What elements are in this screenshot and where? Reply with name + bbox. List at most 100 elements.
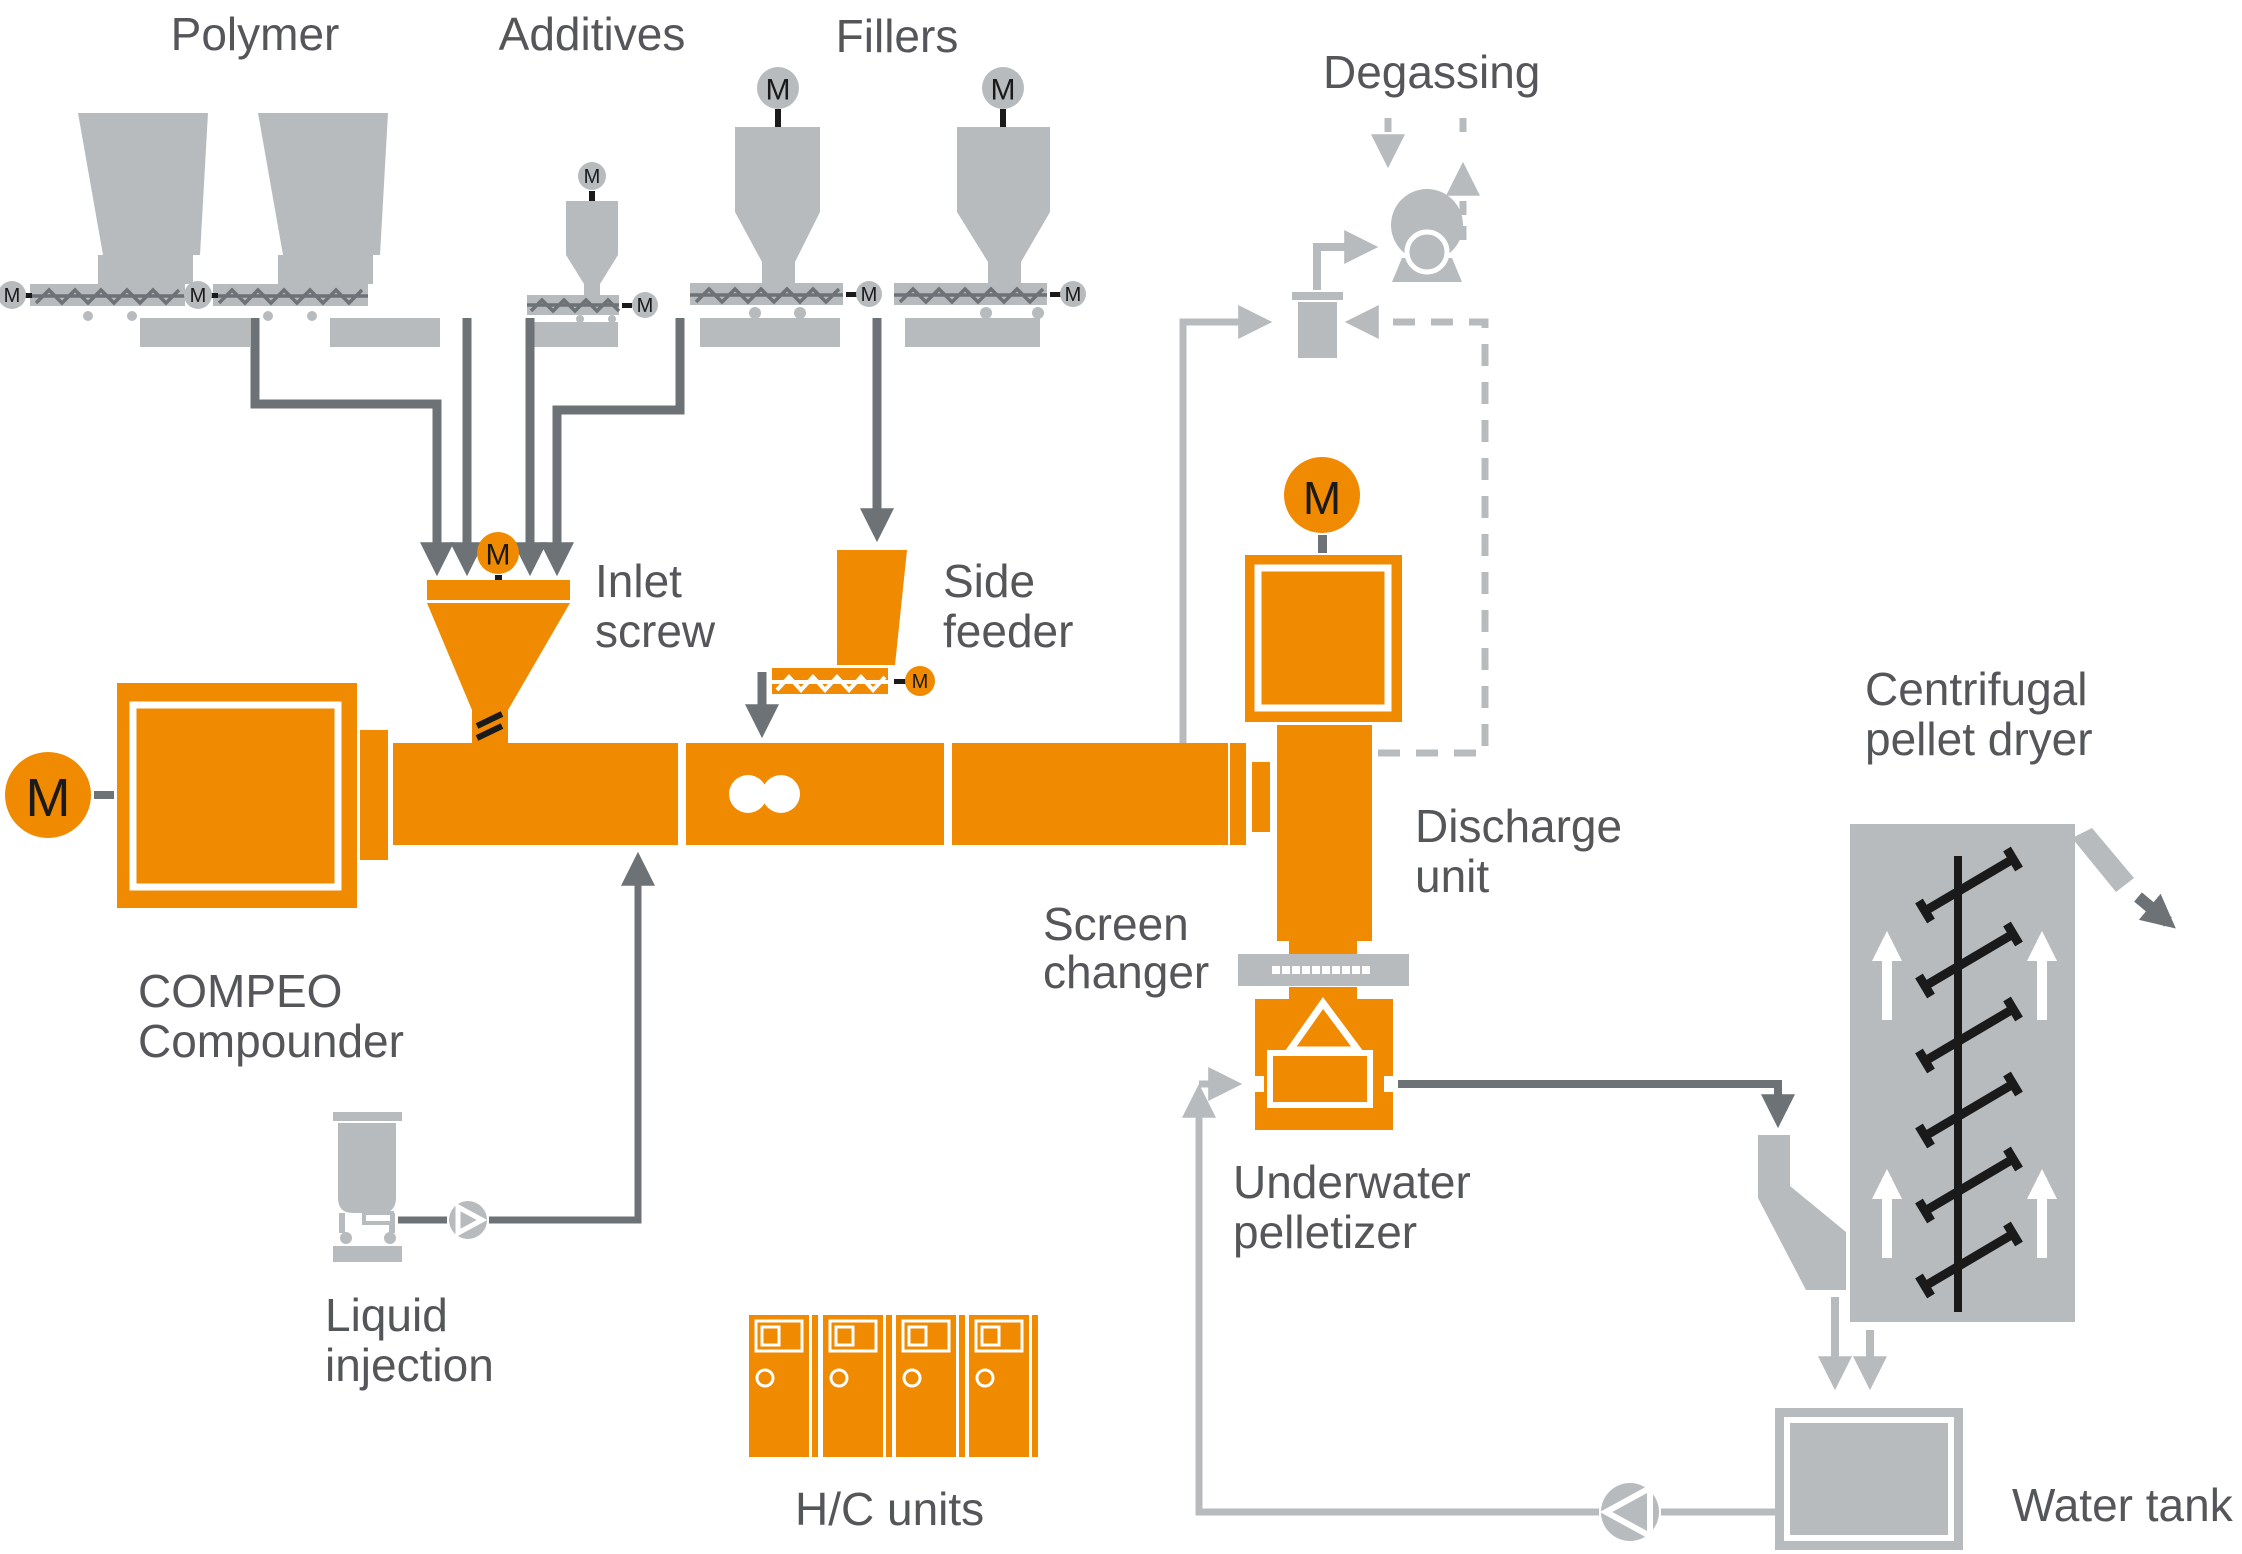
slurry-outlet-port [1384,1076,1393,1092]
motor-link [775,109,781,127]
screw-zigzag-icon [213,287,368,306]
discharge-coupling [1252,762,1270,832]
inlet-screw-label-1: Inlet [595,555,682,607]
support-block [330,318,440,347]
discharge-unit: M [1245,457,1402,954]
cabinet-strip [1032,1315,1038,1457]
support-block [700,318,840,347]
vent-line-from-barrel [1179,305,1273,743]
compeo-compounder: M M [5,532,1270,908]
hopper-icon [957,127,1050,212]
motor-icon [856,281,882,307]
gearbox-housing [117,683,357,908]
adapter-neck [1289,941,1357,954]
discharge-unit-label-1: Discharge [1415,800,1622,852]
container-lid [333,1112,402,1121]
barrel-segment-3 [952,743,1228,845]
support-block [140,318,250,347]
centrifugal-dryer-label-1: Centrifugal [1865,663,2087,715]
underwater-pelletizer-label-1: Underwater [1233,1156,1471,1208]
motor-letter: M [637,295,654,317]
cabinet-dial-icon [755,1368,775,1388]
hopper-icon [566,201,618,255]
additives-feeder: M M [527,162,658,347]
water-tank-icon [1775,1408,1963,1550]
underwater-pelletizer [1255,987,1393,1130]
water-circuit [1182,1067,1775,1542]
centrifugal-pellet-dryer [1758,824,2176,1391]
condensate-trap-lid [1292,292,1343,300]
motor-letter: M [1303,472,1341,524]
motor-icon [578,162,606,190]
dryer-inlet-chute [1758,1135,1846,1290]
filler-feeder-1: M M [690,67,882,347]
feed-lines [250,318,894,577]
condensate-trap-icon [1298,302,1337,358]
screw-zigzag-icon [30,287,185,306]
motor-letter: M [766,74,791,107]
gearbox-panel [129,701,342,891]
filler-feeder-2: M M [894,67,1086,347]
cabinet-screen [907,1325,928,1347]
pump-direction-icon [455,1202,488,1238]
discharge-motor-icon [1284,457,1360,533]
cabinet-display [901,1319,951,1353]
inlet-screw-motor-icon [477,532,519,574]
twin-screw-bore-icon [762,775,800,813]
feed-line-polymer-1 [250,318,454,577]
hopper-icon [735,127,820,212]
wheel-icon [340,1232,352,1244]
cabinet-screen [834,1325,855,1347]
water-tank-label: Water tank [2012,1479,2234,1531]
motor-letter: M [991,74,1016,107]
barrel-end-cap [1230,743,1246,845]
motor-link [211,293,218,298]
screw-zigzag-icon [772,674,888,693]
motor-link [1318,535,1327,553]
dried-pellets-arrow [2134,892,2176,929]
hopper-neck [584,284,600,295]
motor-icon [632,292,658,318]
hopper-icon [258,113,388,255]
injection-line-to-barrel [489,851,655,1224]
motor-letter: M [26,768,71,828]
liquid-injection-label-2: injection [325,1339,494,1391]
polymer-label: Polymer [171,8,340,60]
liquid-injection [333,851,655,1262]
compeo-label-2: Compounder [138,1015,404,1067]
air-flow-arrows-icon [1872,931,2057,1258]
wheel-icon [794,307,806,319]
hc-cabinet [823,1315,892,1457]
motor-link [846,292,858,297]
side-feeder-label-2: feeder [943,605,1073,657]
motor-link [94,791,114,799]
hopper-funnel [566,255,618,284]
cabinet-strip [959,1315,965,1457]
dryer-auger-icon [1915,846,2023,1312]
cabinet-display [754,1319,804,1353]
water-tank-inner [1784,1417,1954,1541]
wheel-icon [263,311,273,321]
motor-link [894,679,906,684]
cabinet-strip [886,1315,892,1457]
container-valve [362,1211,394,1225]
feed-line-fillers-1 [540,318,685,577]
water-supply-line [1182,1083,1599,1516]
inlet-screw-label-2: screw [595,605,716,657]
screw-zigzag-icon [894,286,1047,305]
hc-units-label: H/C units [795,1483,984,1535]
wheel-icon [749,307,761,319]
wheel-icon [384,1232,396,1244]
inlet-screw-flights-icon [475,711,504,741]
additives-label: Additives [499,8,686,60]
motor-icon [1060,281,1086,307]
motor-letter: M [190,285,207,307]
polymer-feeder-1: M [0,113,250,347]
motor-link [622,303,632,308]
support-block [905,318,1040,347]
wheel-icon [608,315,616,323]
screen-changer-label-1: Screen [1043,898,1189,950]
barrel-segment-1 [393,743,678,845]
wheel-icon [127,311,137,321]
